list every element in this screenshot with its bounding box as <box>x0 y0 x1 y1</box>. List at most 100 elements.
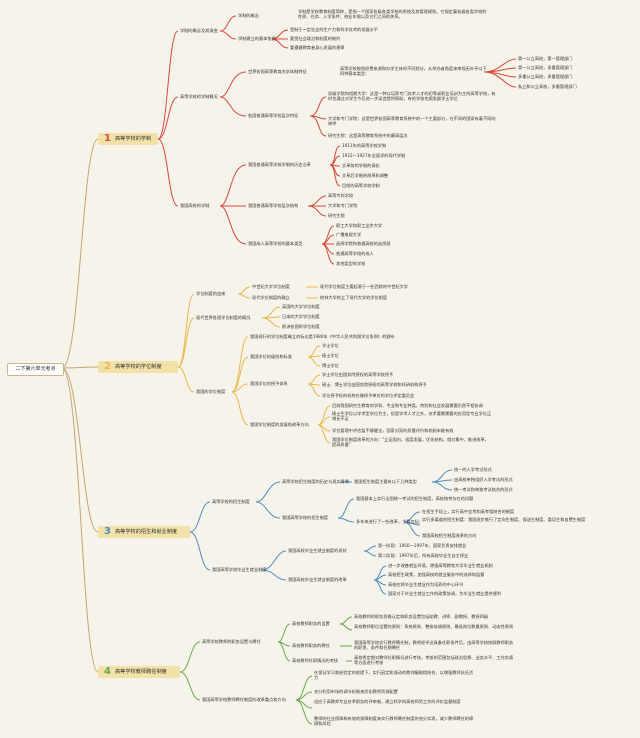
s2-b3d-item: 硕士生学位以学术型学位为主，但是学术人才之外，技术要需需要的应用型专业学位正增长… <box>332 411 492 422</box>
section-2-title: 高等学校的学位制度 <box>114 364 162 370</box>
s4-b2[interactable]: 我国高等学校教师聘任制度的改革重点和方向 <box>202 697 286 702</box>
s4-b1a[interactable]: 高校教师职务的设置 <box>292 621 330 626</box>
s3-b2a-item: 第二阶段：1997年后，所有高校毕业生自主择业 <box>378 553 469 558</box>
s2-b3d[interactable]: 我国学位制度的发展和改革方向 <box>250 422 309 427</box>
s1-b1b-item: 要受社会政治和制度的制约 <box>290 36 341 41</box>
s3-b1b-item: 我国高校招生制度改革的方向 <box>422 533 477 538</box>
s1-b1b-item: 要遵循教育者身心发展的规律 <box>290 45 345 50</box>
s1-b3a-item: 1922一1927年全面学的现代学制 <box>342 153 406 158</box>
s1-b3c-item: 普通高等学校的成人 <box>336 251 374 256</box>
s1-b3b-item: 高等专科学校 <box>328 193 354 198</box>
s1-b3c-item: 广播电视大学 <box>336 232 362 237</box>
s2-b1-item: 现代学位制度的确立 <box>252 295 290 300</box>
s1-b3a-item: 文革后学制的改革和调整 <box>342 173 389 178</box>
s1-b2a-item: 第一公立高校，多重管理部门 <box>518 65 573 70</box>
s1-b2a[interactable]: 世界各国高等教育办学体制特征 <box>248 69 307 74</box>
s2-b3b[interactable]: 我国学位的级别和标准 <box>250 354 292 359</box>
s4-b2-item: 教师的社会保障和有效的保障制度来实行教师聘任制度的充分实现，减少教师聘任的障碍和… <box>314 716 474 727</box>
section-3-number: 3 <box>104 526 111 537</box>
s1-b2b-item: 初级学院和短期大学：这是一种以培养专门技术人才的初等或职业培训为主的高等学校，有… <box>328 91 496 102</box>
s1-b2[interactable]: 高等学校的学制概况 <box>180 94 218 99</box>
s2-b3b-item: 硕士学位 <box>322 353 339 358</box>
s2-b3c-item: 学士学位由国务院授权的高等学校授予 <box>322 372 394 377</box>
s2-b3c-item: 学位授予权的机构在做授予单位的学位评定委员会 <box>322 393 415 398</box>
s3-b2[interactable]: 我国高等学校毕业生就业制度 <box>212 567 267 572</box>
s2-b3c-item: 硕士、博士学位由国务院授权的高等学校和科研机构授予 <box>322 382 427 387</box>
s3-b1a-item: 统一的入学考试形式 <box>454 467 492 472</box>
s4-b1[interactable]: 高等学校教师的职务设置与聘任 <box>202 639 261 644</box>
s1-b3c-item: 职工大学和职工业余大学 <box>336 223 383 228</box>
section-2-number: 2 <box>104 361 111 372</box>
s2-b3c[interactable]: 我国学位的授予体系 <box>250 381 288 386</box>
s1-b2b-item: 研究生院：这是高等教育系统中的最高层次 <box>328 133 408 138</box>
s2-b3[interactable]: 我国的学位制度 <box>196 389 226 394</box>
s1-b2a-item: 多重公立高校，多重管理部门 <box>518 74 573 79</box>
s2-b2-item: 欧洲各国的学位制度 <box>282 324 320 329</box>
s2-b3a: 我国现行的学位制度确立的标志是1980年《中华人民共和国学位条例》的颁布 <box>250 334 395 339</box>
s3-b2a[interactable]: 我国高校毕业生就业制度的现状 <box>288 548 347 553</box>
s3-b1b[interactable]: 我国高等学校的招生制度 <box>282 515 329 520</box>
s2-b1-note: 现代学位制度主要起源于一些西欧的中世纪大学 <box>320 284 408 289</box>
s3-b1b-label: 多年来进行了一些改革，主要包括： <box>356 519 424 524</box>
s3-b2b-item: 高校应将毕业生就业作为培养的中心环节 <box>388 582 464 587</box>
s3-b1a-item: 统一考试和单独考试结合的形式 <box>454 487 513 492</box>
s1-b3b-item: 大学和专门学院 <box>328 203 358 208</box>
section-4-title: 高等学校教师聘任制度 <box>114 669 167 675</box>
s2-b3d-item: 我国学位制度改革的方向："立足国内，适度发展，优化结构，相对集中，推进改革，提高… <box>332 437 489 448</box>
s1-b3c[interactable]: 我国成人高等学校的基本类型 <box>248 241 303 246</box>
s1-b1[interactable]: 学制的概念及其演变 <box>180 28 218 33</box>
section-1-number: 1 <box>104 133 111 144</box>
s4-b2-item: 充分利用市场的调节机制来优化教师资源配置 <box>314 689 398 694</box>
s1-b2a-item: 私立和公立高校，多重管理部门 <box>518 84 577 89</box>
s3-b2a-item: 第一阶段：1950一1997年，国家负责安排就业 <box>378 543 467 548</box>
s4-b2-item: 在保证学习和经验定的前提下，实行因定和流动的教师编制相结合，以增强教师队伍活力 <box>314 670 474 681</box>
s3-b1a-item: 由高校单独组织入学考试的形式 <box>454 477 513 482</box>
s1-b1b[interactable]: 学制建立的基本依据 <box>238 36 276 41</box>
s3-b1a-text: 我国招生制度主要有以下几种类型 <box>354 479 417 484</box>
s3-b1b-text: 我国基本上实行全国统一考试的招生制度，高校统考存在的问题 <box>356 496 474 501</box>
s3-b2b-item: 进一步改善就业环境，增强高等教育大学毕业生就业机制 <box>388 563 493 568</box>
section-3-title: 高等学校的招生和就业制度 <box>114 529 178 535</box>
s2-b3b-item: 博士学位 <box>322 363 339 368</box>
s1-b2a-text: 高等学校按照经费来源和办学主体的不同划分，从举办者角度来审视无外乎以下四种基本类… <box>340 66 487 77</box>
s1-b3a-item: 文革前的学制的演化 <box>342 163 380 168</box>
s1-b1a-text: 学制是学校教育制度简称，是指一个国家各级各类学校的系统及其管理规则。它规定着各级… <box>298 9 487 20</box>
s4-b1a-item: 高校教师职位设置的原则：系统原则、整体协调原则、最低岗位数量原则、动态性原则 <box>354 624 514 629</box>
section-1-title: 高等学校的学制 <box>114 136 152 142</box>
s1-b2b-item: 大学和专门学院：这是世界各国高等教育系统中的一个主要部分，在不同的国家有着不同的… <box>328 116 496 127</box>
s2-b2[interactable]: 现代世界各国学位制度的概况 <box>196 315 251 320</box>
s2-b2-item: 日本的大学学位制度 <box>282 314 320 319</box>
section-4-number: 4 <box>104 666 111 677</box>
s4-b1b[interactable]: 高校教师职务的聘任 <box>292 643 330 648</box>
s1-b3a-item: 1911年的高等学校学制 <box>342 143 387 148</box>
s1-b3b[interactable]: 我国普通高等学校层次结构 <box>248 203 299 208</box>
s4-b1c-text: 高校将定期对教师任职情况进行考核，考核的范围包括政治思想、业务水平、工作实绩等方… <box>354 655 514 666</box>
s2-b3d-item: 目前我国研究生教育的学科、专业和专业种类，特别和社会发展需要仍然不相协调 <box>332 403 483 408</box>
s1-b3a-item: 目前的高等学校学制 <box>342 183 380 188</box>
s3-b2b-item: 国家对于毕业生就业工作的政策协调，为毕业生就业提供便利 <box>388 591 502 596</box>
s1-b1b-item: 受制于一定社会的生产力和科学技术的发展水平 <box>290 27 378 32</box>
s3-b1[interactable]: 高等学校的招生制度 <box>212 499 250 504</box>
s1-b2a-item: 第一公立高校，第一管理部门 <box>518 56 573 61</box>
s4-b1b-text: 我国高等学校实行教师聘任制，教师经评议具备任职条件后，由高等学校按照教师职务的职… <box>354 640 514 651</box>
s3-b2b[interactable]: 我国高校毕业生就业制度的改革 <box>288 577 347 582</box>
s2-b3b-item: 学士学位 <box>322 343 339 348</box>
s3-b1b-item: 在招生手段上，实行高中会考和高考相结合的制度 <box>422 509 515 514</box>
s1-b3c-item: 函授学院和普通高校的函授部 <box>336 241 391 246</box>
s4-b2-item: 适应于高教师专业技术职务的评审制，建立科学的高校师资工作的评价监督制度 <box>314 699 461 704</box>
s3-b1a[interactable]: 高等学校招生制度的历史与现实背景 <box>282 479 350 484</box>
s3-b2b-item: 高校招生政策，加强高校的就业服务中的选择和监督 <box>388 572 485 577</box>
s1-b3[interactable]: 我国高校的学制 <box>180 203 210 208</box>
s1-b2b[interactable]: 各国普通高等学校层次特征 <box>248 113 299 118</box>
s2-b1[interactable]: 学位制度的由来 <box>196 291 226 296</box>
s2-b1-note: 他林大学的立了现代大学的学位制度 <box>320 295 388 300</box>
s1-b1a[interactable]: 学制的概念 <box>238 13 259 18</box>
s1-b3a[interactable]: 我国普通高等学校学制的历史沿革 <box>248 162 311 167</box>
s4-b1c[interactable]: 高校教师任职情况的考核 <box>292 658 339 663</box>
root-topic[interactable]: 二下第六单元考点 <box>7 363 64 376</box>
s2-b2-item: 英国的大学学位制度 <box>282 304 320 309</box>
